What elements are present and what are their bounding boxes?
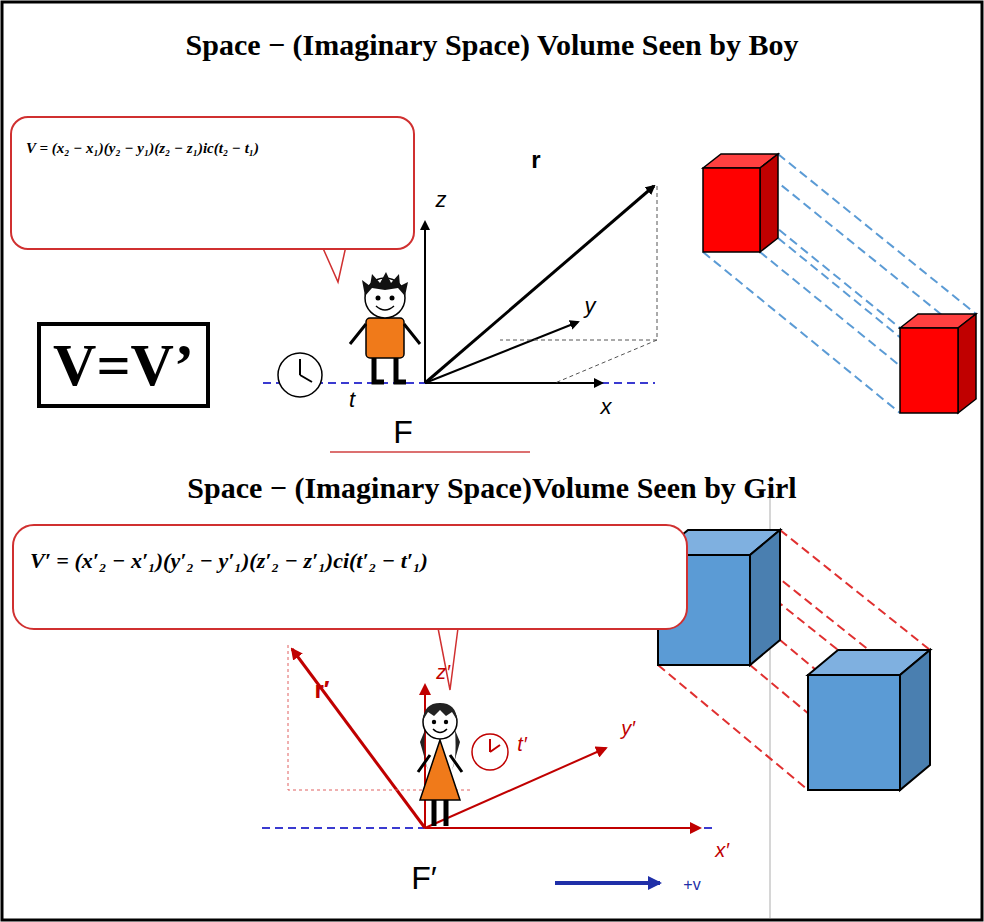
girl-clock-part xyxy=(472,734,508,770)
boy-clock-part xyxy=(300,359,312,382)
girl-clock-part xyxy=(490,739,500,752)
axis-label: z′ xyxy=(436,661,450,684)
equality-box: V=V’ xyxy=(37,322,210,408)
axis-label: y′ xyxy=(621,717,635,740)
velocity-arrow xyxy=(555,881,660,885)
boy-figure-part xyxy=(350,324,420,344)
boy-clock-part xyxy=(278,353,322,397)
formula-callout: V′ = (x′₂ − x′₁)(y′₂ − y′₁)(z′₂ − z′₁)ci… xyxy=(12,524,688,630)
blue-cubes-part-part xyxy=(750,530,780,665)
girl-figure-part xyxy=(420,740,460,800)
blue-cubes-part xyxy=(658,530,930,790)
formula-text: V = (x₂ − x₁)(y₂ − y₁)(z₂ − z₁)ic(t₂ − t… xyxy=(26,140,399,157)
girl-figure-part xyxy=(423,703,457,720)
red-cubes-part-part xyxy=(703,252,900,413)
blue-cubes-part-part xyxy=(808,675,900,790)
formula-callout: V = (x₂ − x₁)(y₂ − y₁)(z₂ − z₁)ic(t₂ − t… xyxy=(10,116,415,250)
motion-line xyxy=(262,827,712,829)
r-vector xyxy=(425,186,654,383)
formula-text: V=V’ xyxy=(53,331,194,400)
girl-clock xyxy=(472,734,508,770)
girl-figure-part xyxy=(432,720,436,724)
red-cubes-part-part xyxy=(958,314,976,413)
z-axis xyxy=(424,222,426,383)
y-axis xyxy=(425,322,578,383)
girl-figure-part xyxy=(434,800,446,826)
boy-figure-part xyxy=(362,272,408,296)
formula-text: V′ = (x′₂ − x′₁)(y′₂ − y′₁)(z′₂ − z′₁)ci… xyxy=(30,548,670,574)
boy-callout-tail xyxy=(322,246,346,282)
axis-label: x xyxy=(601,394,612,420)
section-title: Space − (Imaginary Space)Volume Seen by … xyxy=(187,471,796,505)
r-prime-vector xyxy=(292,649,425,828)
blue-cubes-part-part xyxy=(900,650,930,790)
red-cubes-part xyxy=(703,154,976,413)
boy-figure-part xyxy=(374,358,406,382)
x-axis xyxy=(425,382,602,384)
boy-figure-part xyxy=(376,306,394,310)
girl-figure-part xyxy=(444,720,448,724)
section-title: Space − (Imaginary Space) Volume Seen by… xyxy=(186,28,799,62)
vector-label: r′ xyxy=(314,676,329,704)
frame-label: F xyxy=(393,414,413,451)
blue-cubes-part-part xyxy=(658,665,808,790)
separator-line xyxy=(330,451,530,453)
boy-figure xyxy=(350,272,420,382)
frame-label: F′ xyxy=(411,860,437,897)
time-label: t xyxy=(349,387,355,413)
boy-figure-part xyxy=(376,296,381,301)
red-cubes-part-part xyxy=(703,168,760,252)
axis-label: z xyxy=(436,187,447,213)
vector-label: r xyxy=(531,146,540,174)
red-cubes-part-part xyxy=(760,154,778,252)
red-cubes-part xyxy=(703,154,976,413)
girl-figure xyxy=(418,703,462,826)
blue-cubes-part xyxy=(658,530,930,790)
red-cubes-part-part xyxy=(760,252,958,413)
velocity-label: +v xyxy=(683,876,700,894)
girl-figure-part xyxy=(433,729,447,733)
axis-label: x′ xyxy=(715,839,729,862)
girl-figure-part xyxy=(418,755,462,772)
axis-label: y xyxy=(585,293,596,319)
blue-cubes-part-part xyxy=(780,530,930,650)
boy-figure-part xyxy=(366,318,404,358)
red-cubes xyxy=(703,154,976,413)
motion-line xyxy=(263,382,655,384)
boy-clock xyxy=(278,353,322,397)
blue-cubes-part-part xyxy=(750,665,900,790)
red-cubes-part-part xyxy=(900,328,958,413)
boy-figure-part xyxy=(390,296,395,301)
x-prime-axis xyxy=(425,827,700,829)
time-label: t′ xyxy=(517,733,526,756)
blue-cubes xyxy=(658,530,930,790)
boy-callout-tail-part xyxy=(322,246,346,282)
projection-lines xyxy=(500,186,657,383)
red-cubes-part-part xyxy=(703,168,900,328)
